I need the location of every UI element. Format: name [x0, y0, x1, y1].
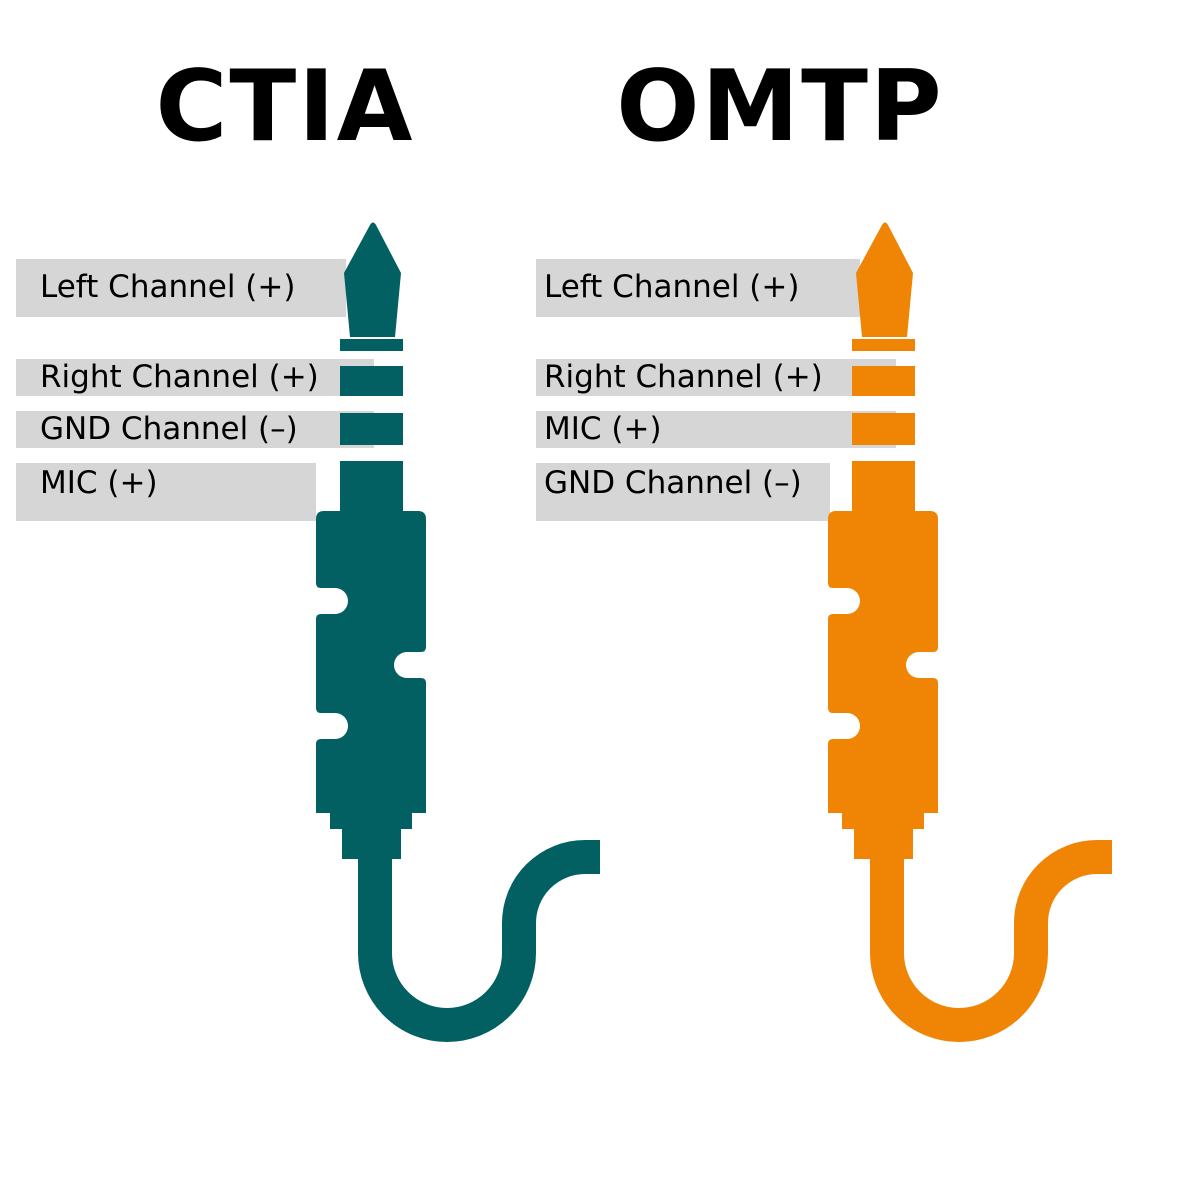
ctia-left-channel-label: Left Channel (+)	[16, 259, 346, 317]
omtp-gnd-channel-label: GND Channel (–)	[536, 463, 830, 521]
ctia-right-channel-label: Right Channel (+)	[16, 359, 374, 396]
ctia-title: CTIA	[155, 50, 415, 164]
omtp-left-channel-label: Left Channel (+)	[536, 259, 860, 317]
ctia-audio-jack-icon	[316, 222, 600, 1042]
ctia-gnd-channel-label: GND Channel (–)	[16, 411, 374, 448]
omtp-mic-label: MIC (+)	[536, 411, 896, 448]
omtp-audio-jack-icon	[828, 222, 1112, 1042]
ctia-mic-label: MIC (+)	[16, 463, 316, 521]
omtp-right-channel-label: Right Channel (+)	[536, 359, 896, 396]
omtp-title: OMTP	[616, 50, 944, 164]
